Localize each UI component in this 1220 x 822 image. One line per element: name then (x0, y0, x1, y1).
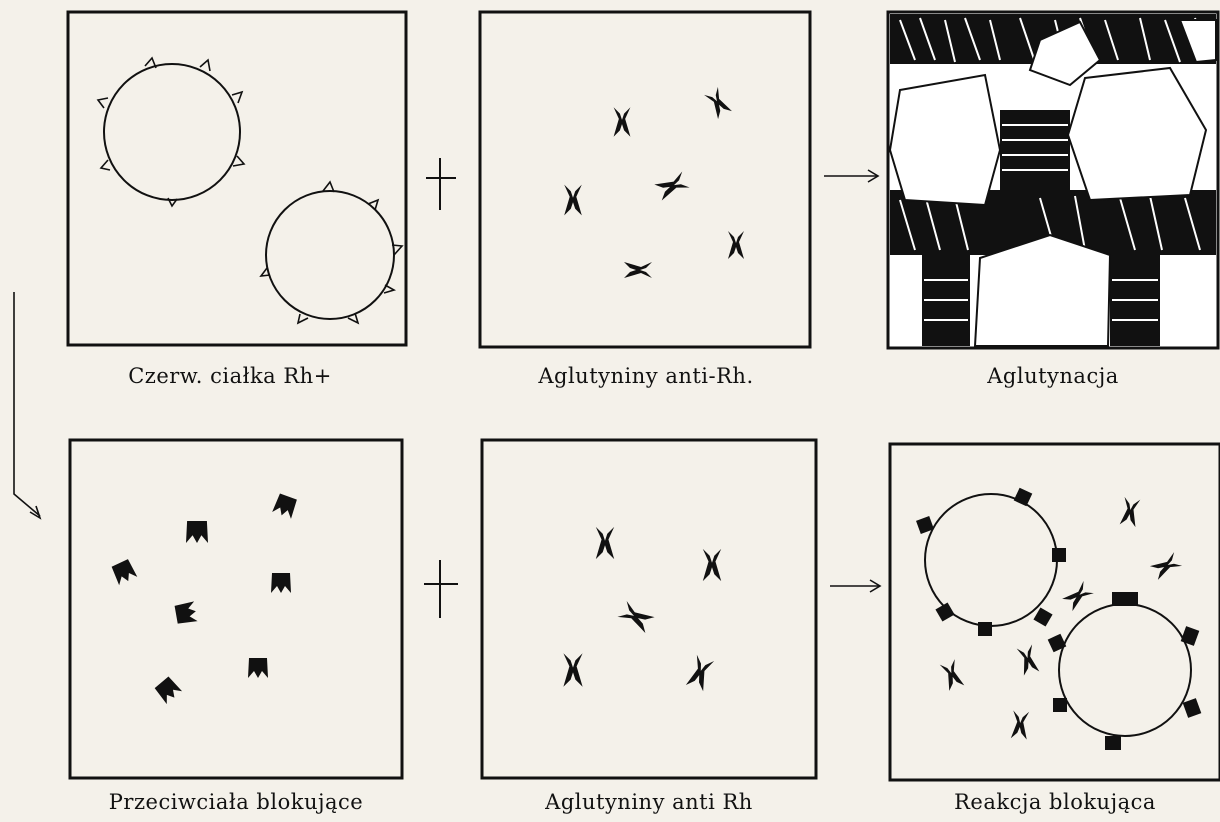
agglutinin-molecule (654, 172, 689, 201)
agglutinin-molecule (624, 262, 652, 278)
arrow (824, 170, 878, 182)
agglutinin-molecule (728, 231, 744, 259)
panel-agglutination (888, 12, 1218, 348)
panel-agglutinins-2 (482, 440, 816, 778)
agglutinin-molecule (596, 527, 614, 559)
panel-agglutinins (480, 12, 810, 347)
red-cell-blocked (1048, 592, 1202, 750)
red-cell (261, 182, 402, 323)
blocking-antibody (111, 559, 138, 586)
arrow (830, 580, 880, 592)
connector-arrow (14, 292, 40, 518)
panel-red-cells (68, 12, 406, 345)
agglutinin-molecule (1017, 644, 1040, 675)
agglutinin-molecule (614, 107, 631, 136)
red-cell-blocked (916, 488, 1066, 636)
agglutinin-molecule (1011, 710, 1029, 739)
agglutinin-molecule (563, 653, 582, 687)
agglutinin-molecule (1062, 581, 1094, 611)
agglutinin-molecule (1150, 552, 1182, 580)
agglutinin-molecule (704, 87, 732, 119)
blocking-antibody (174, 601, 197, 624)
panel-blocking-antibodies (70, 440, 402, 778)
agglutinin-molecule (703, 549, 721, 581)
red-cell (98, 58, 244, 206)
caption-agglutinins: Aglutyniny anti-Rh. (446, 364, 846, 388)
agglutinin-molecule (686, 655, 714, 692)
caption-blocking-reaction: Reakcja blokująca (855, 790, 1220, 814)
blocking-antibody (186, 521, 208, 543)
caption-blocking-antibodies: Przeciwciała blokujące (36, 790, 436, 814)
caption-red-cells: Czerw. ciałka Rh+ (30, 364, 430, 388)
agglutinin-molecule (617, 601, 654, 633)
caption-agglutination: Aglutynacja (853, 364, 1220, 388)
panel-blocking-reaction (890, 444, 1220, 780)
agglutinin-molecule (564, 185, 582, 216)
blocking-antibody (248, 658, 268, 678)
plus-sign (426, 158, 456, 210)
blocking-antibody (154, 676, 182, 704)
caption-agglutinins-2: Aglutyniny anti Rh (449, 790, 849, 814)
agglutinin-molecule (1120, 497, 1141, 527)
plus-sign (424, 560, 458, 618)
agglutinin-molecule (940, 659, 965, 691)
blocking-antibody (271, 573, 291, 593)
blocking-antibody (272, 493, 298, 519)
